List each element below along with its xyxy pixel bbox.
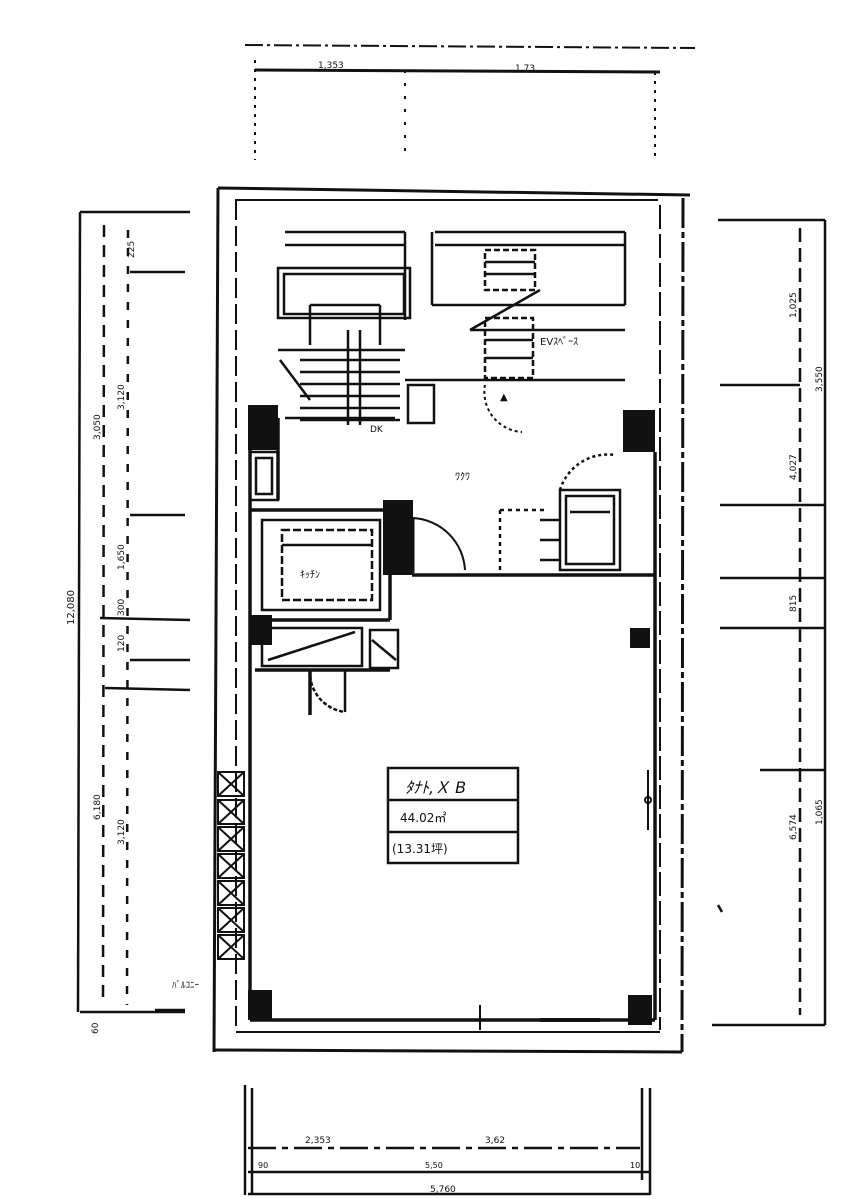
top-dimension-lines	[244, 44, 696, 160]
dim-bottom-5: 10	[630, 1161, 640, 1170]
area-label: 44.02㎡	[400, 811, 446, 825]
dim-right-4: 815	[789, 595, 799, 612]
dim-bottom-1: 2,353	[305, 1136, 331, 1146]
arrow-mark: ▲	[500, 392, 508, 403]
dim-top-left: 1,353	[318, 61, 344, 71]
dim-right-1: 1,025	[789, 292, 799, 318]
kitchen-block	[260, 518, 382, 612]
washbasin	[248, 450, 280, 502]
dim-bottom-total: 5,760	[430, 1185, 456, 1195]
dim-right-2: 3,550	[815, 366, 825, 392]
dim-right-6: 1,065	[815, 799, 825, 825]
window-column	[217, 771, 245, 960]
left-dimension-lines	[76, 210, 191, 1014]
main-room-label-box	[386, 766, 520, 865]
left-dimension-labels: 12,080 225 3,120 3,050 1,650 300 120 6,1…	[66, 241, 137, 1034]
dim-left-3: 3,050	[93, 414, 103, 440]
hall-label: ﾜｸﾜ	[455, 471, 470, 483]
dim-left-9: 60	[91, 1022, 101, 1034]
dim-right-3: 4,027	[789, 454, 799, 480]
dim-left-5: 300	[117, 599, 127, 616]
dim-bottom-3: 90	[258, 1161, 268, 1170]
dim-left-6: 120	[117, 635, 127, 652]
dim-left-total: 12,080	[66, 590, 77, 625]
dim-left-1: 225	[127, 241, 137, 258]
staircase-left	[276, 230, 412, 425]
dim-left-7: 6,180	[93, 794, 103, 820]
bottom-dimension-lines	[243, 1085, 652, 1196]
dim-left-4: 1,650	[117, 544, 127, 570]
ev-space-label: EVｽﾍﾟｰｽ	[540, 336, 578, 348]
right-wall-fixtures	[479, 770, 652, 1030]
staircase-right	[405, 230, 627, 425]
right-dimension-lines	[712, 218, 827, 1027]
bottom-dimension-labels: 2,353 3,62 90 5,50 10 5,760	[258, 1136, 640, 1195]
main-room-label: ﾀﾅﾄ,Ｘ B	[405, 778, 466, 797]
dk-mark: DK	[370, 425, 384, 435]
kitchen-label: ｷｯﾁﾝ	[300, 570, 320, 581]
walls	[248, 418, 657, 1022]
dim-bottom-2: 3,62	[485, 1136, 505, 1146]
area-tsubo-label: (13.31坪)	[392, 842, 448, 856]
dim-right-5: 6,574	[789, 814, 799, 840]
dim-top-right: 1,73	[515, 64, 535, 74]
door-swing-kitchen	[412, 517, 466, 571]
dim-left-2: 3,120	[117, 384, 127, 410]
dim-bottom-4: 5,50	[425, 1161, 443, 1170]
balcony-label: ﾊﾞﾙｺﾆｰ	[172, 980, 200, 991]
site-boundary	[212, 186, 691, 1054]
right-dimension-labels: 1,025 3,550 4,027 815 6,574 1,065	[789, 292, 825, 840]
pillars	[248, 405, 655, 1025]
door-swing-upper	[483, 384, 523, 433]
entry-block	[260, 626, 400, 714]
small-stair	[498, 453, 622, 572]
dim-left-8: 3,120	[117, 819, 127, 845]
